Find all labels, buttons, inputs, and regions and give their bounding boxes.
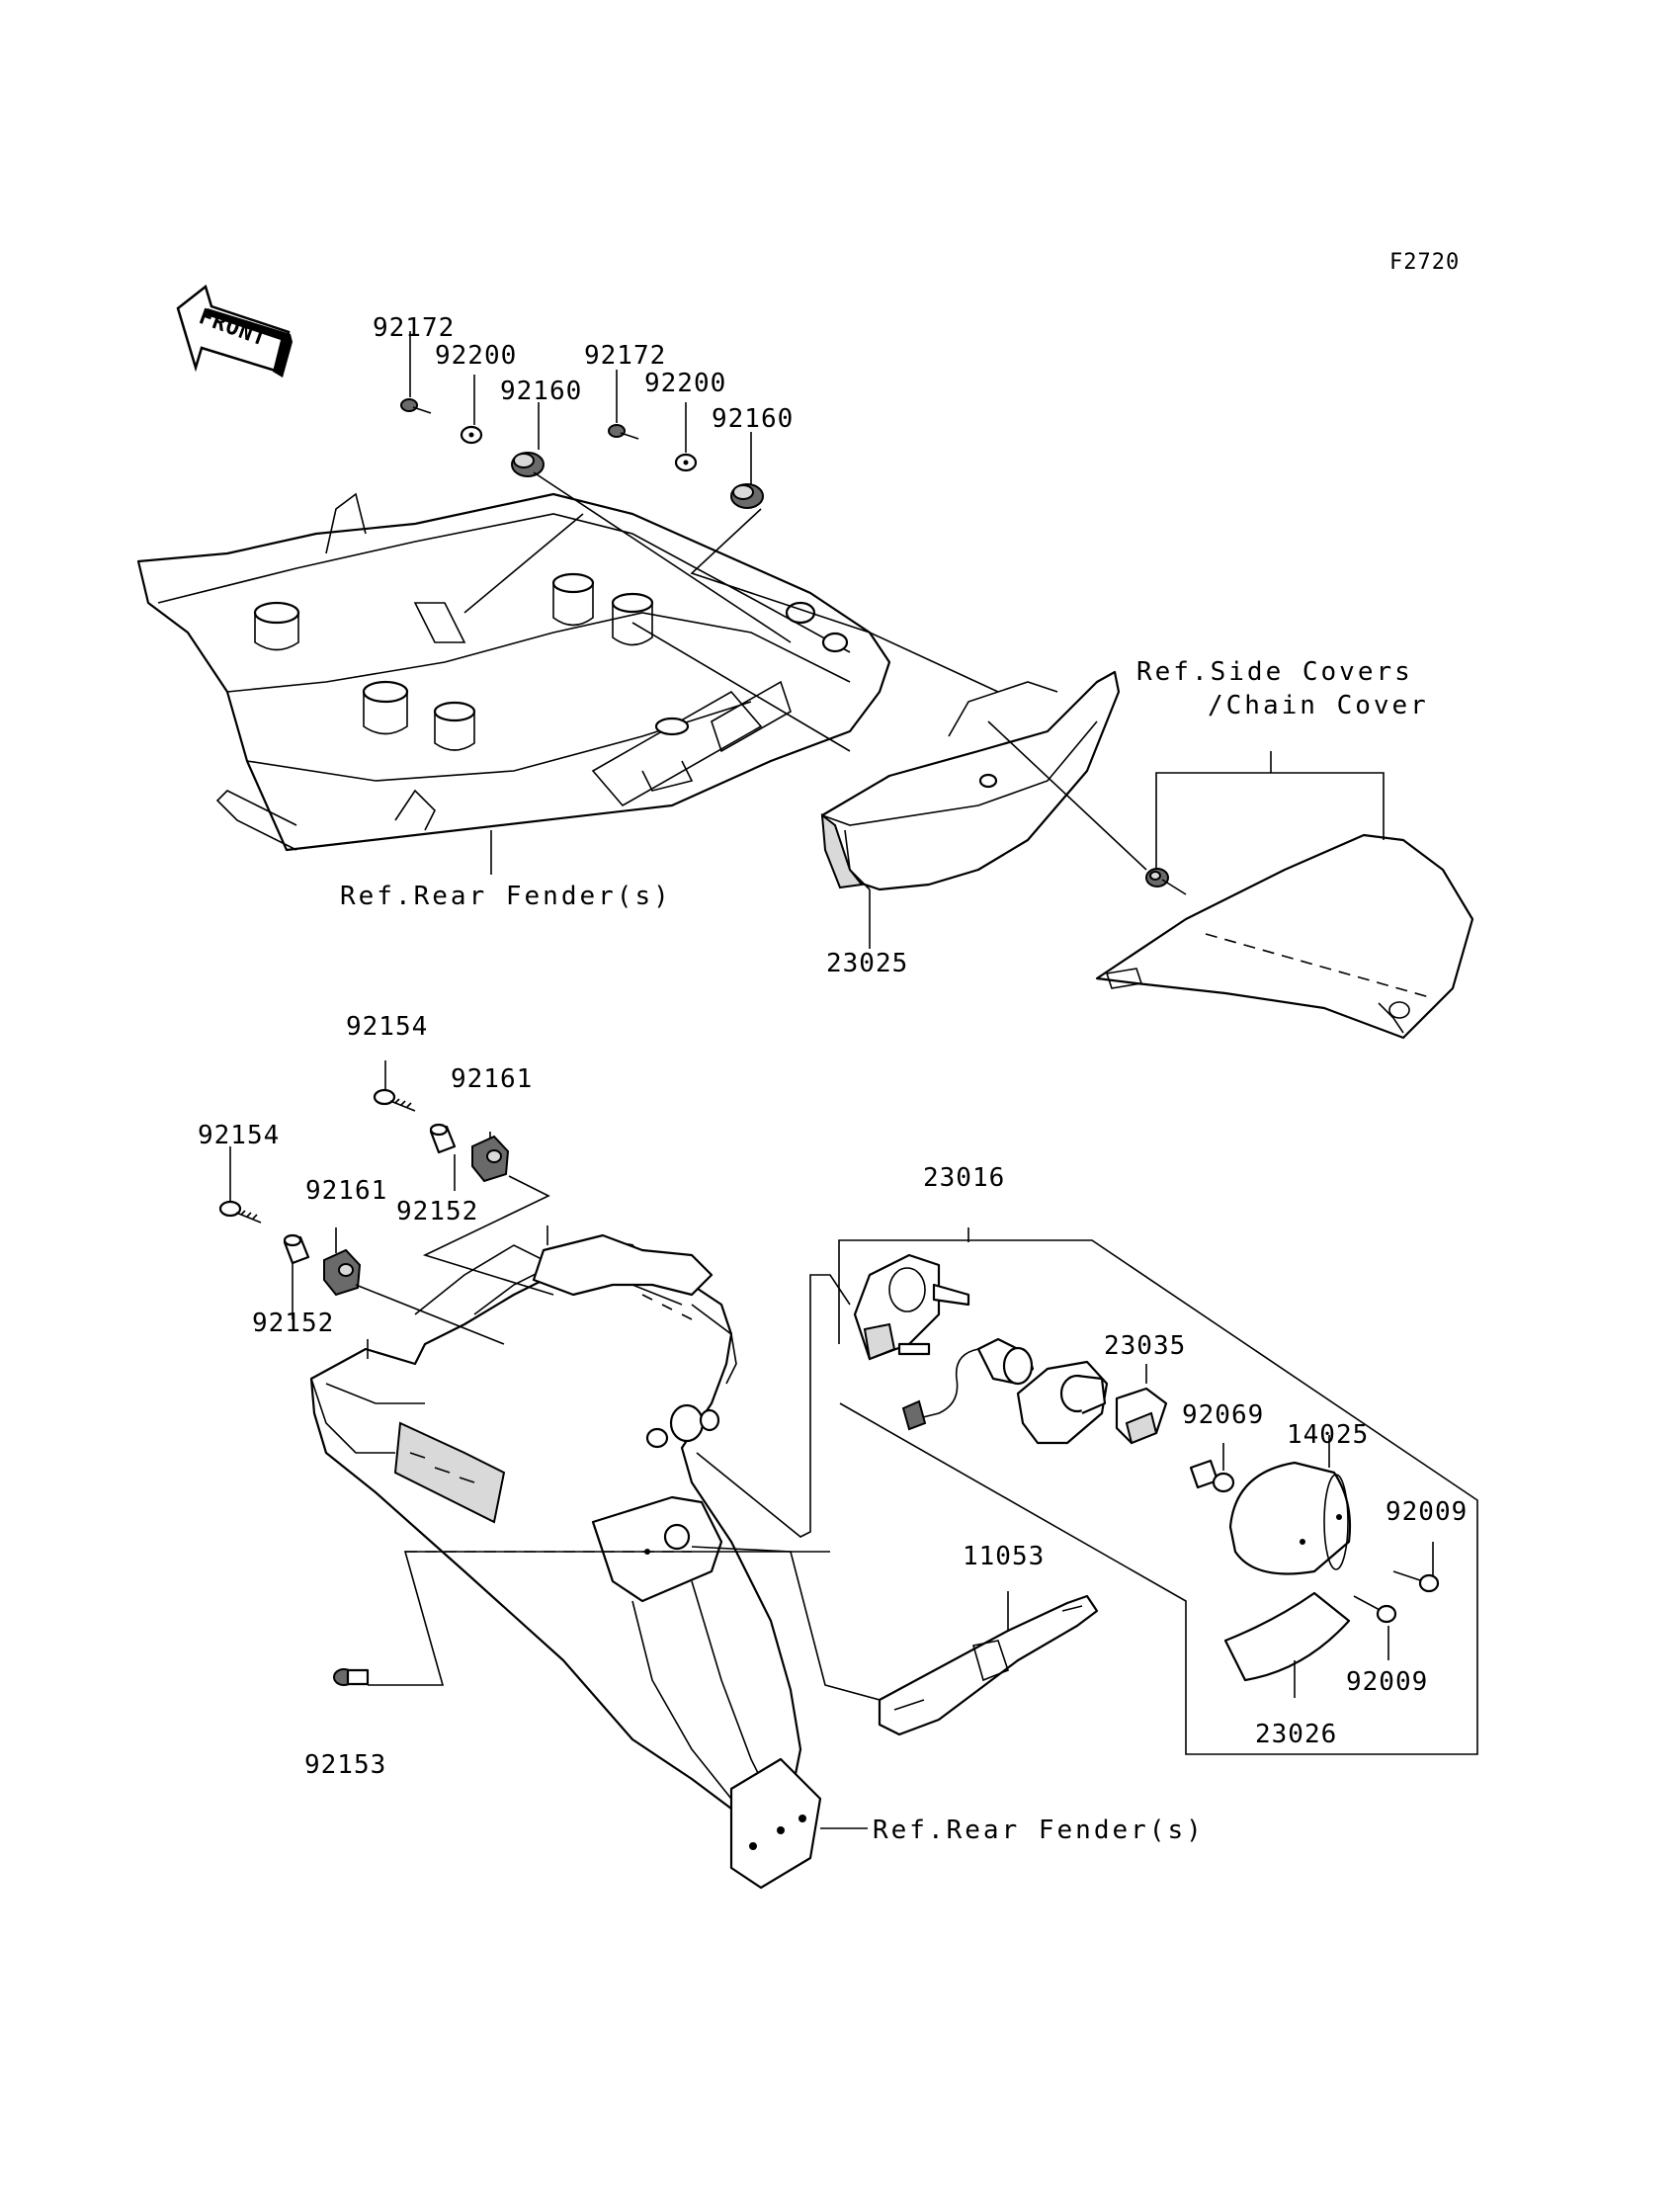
bottom-leader-lines [229, 1060, 1478, 1829]
screw-92172-a [400, 398, 432, 414]
callout-11053: 11053 [963, 1542, 1045, 1571]
seat-cowl-body [136, 492, 891, 852]
screw-92154-b [218, 1200, 262, 1224]
callout-92200-b: 92200 [644, 369, 726, 398]
screw-92172-b [608, 424, 639, 440]
callout-92172-a: 92172 [373, 313, 455, 343]
washer-92200-b [674, 453, 698, 472]
callout-23016: 23016 [923, 1163, 1005, 1193]
top-leader-lines [409, 331, 1385, 949]
callout-92172-b: 92172 [584, 341, 666, 371]
reflector-ring [1016, 1360, 1109, 1445]
side-cover-ref [1095, 833, 1474, 1040]
top-callouts: 92172 92200 92160 92172 92200 92160 Ref.… [340, 313, 1429, 978]
callout-92161-a: 92161 [451, 1064, 533, 1094]
bottom-callouts: 92154 92161 92152 92154 92161 92152 9215… [198, 1012, 1468, 1845]
callout-23035: 23035 [1104, 1331, 1186, 1361]
callout-92161-b: 92161 [305, 1176, 387, 1206]
callout-92160-a: 92160 [500, 377, 582, 406]
ref-rear-fender-bottom: Ref.Rear Fender(s) [873, 1816, 1205, 1845]
screw-92009-a [1392, 1570, 1440, 1593]
collar-92152-a [429, 1123, 457, 1154]
ref-rear-fender-top: Ref.Rear Fender(s) [340, 882, 672, 911]
callout-92160-b: 92160 [712, 404, 794, 434]
callout-92009-b: 92009 [1346, 1667, 1428, 1697]
washer-92200-a [460, 425, 483, 445]
collar-92152-b [283, 1233, 310, 1265]
diagram-code: F2720 [1389, 250, 1460, 275]
callout-92152-a: 92152 [396, 1197, 478, 1226]
bolt-92153 [333, 1668, 370, 1686]
callout-14025: 14025 [1287, 1420, 1369, 1450]
callout-23025: 23025 [826, 949, 908, 978]
bracket-11053 [878, 1594, 1099, 1736]
side-cover-grommet [1145, 868, 1169, 887]
ref-side-covers-line1: Ref.Side Covers [1136, 657, 1413, 687]
front-direction-arrow-icon: FRONT [176, 284, 293, 378]
grommet-92160-b [730, 483, 764, 509]
grommet-92160-a [511, 452, 545, 477]
callout-92152-b: 92152 [252, 1309, 334, 1338]
rear-fender-bracket [309, 1225, 822, 1890]
bulb-92069 [1189, 1459, 1235, 1493]
screw-92154-a [373, 1088, 416, 1112]
ref-side-covers-line2: /Chain Cover [1208, 691, 1429, 720]
callout-92009-a: 92009 [1386, 1497, 1468, 1527]
bulb-socket-wire [901, 1337, 1035, 1431]
screw-92009-b [1353, 1595, 1397, 1624]
tail-cover-23025 [820, 670, 1121, 891]
callout-92153: 92153 [304, 1750, 386, 1780]
socket-23035 [1115, 1387, 1168, 1445]
grommet-92161-a [471, 1135, 510, 1183]
tail-light-base [853, 1253, 970, 1361]
callout-92200-a: 92200 [435, 341, 517, 371]
grommet-92161-b [323, 1248, 362, 1297]
callout-23026: 23026 [1255, 1720, 1337, 1749]
callout-92154-b: 92154 [198, 1121, 280, 1150]
callout-92154-a: 92154 [346, 1012, 428, 1042]
lens-14025 [1228, 1461, 1352, 1575]
cover-23026 [1223, 1591, 1351, 1682]
callout-92069: 92069 [1182, 1400, 1264, 1430]
